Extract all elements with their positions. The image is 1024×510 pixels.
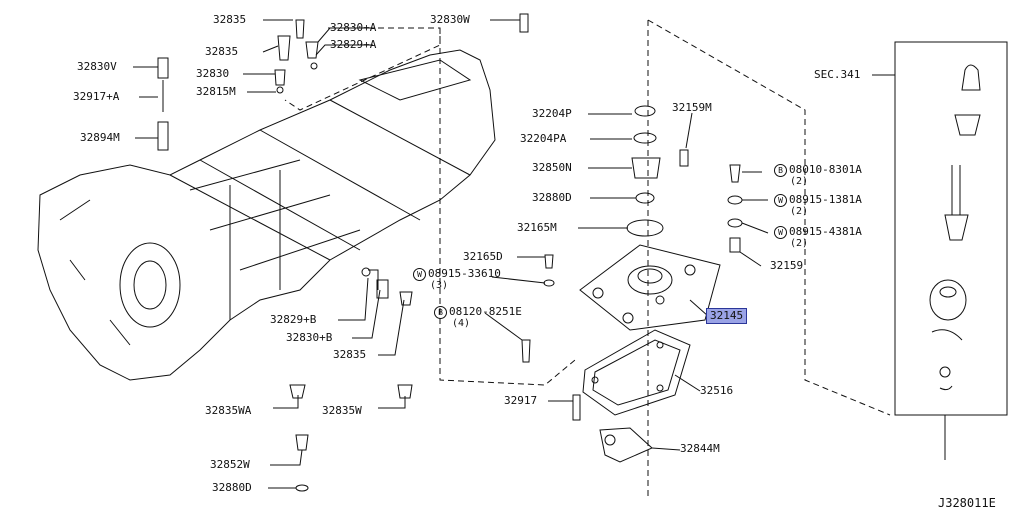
part-label-32830v: 32830V (77, 60, 117, 73)
part-label-32829-plus-b: 32829+B (270, 313, 317, 326)
callout-qty: (4) (452, 318, 471, 329)
part-label-32159m: 32159M (672, 101, 712, 114)
part-label-32894m: 32894M (80, 131, 120, 144)
center-stack-parts (521, 105, 743, 463)
part-label-32204p: 32204P (532, 107, 572, 120)
part-label-32159: 32159 (770, 259, 804, 272)
callout-prefix-b: B (434, 306, 447, 319)
part-label-32880d-b: 32880D (212, 481, 252, 494)
part-label-32516: 32516 (700, 384, 734, 397)
part-label-32835wa: 32835WA (205, 404, 252, 417)
dashed-boundary-shifter (647, 19, 891, 416)
part-label-32880d: 32880D (532, 191, 572, 204)
diagram-code: J328011E (938, 496, 996, 510)
highlighted-part-32145[interactable]: 32145 (706, 308, 748, 324)
part-label-32917: 32917 (504, 394, 538, 407)
section-reference[interactable]: SEC.341 (814, 68, 861, 81)
callout-number: 08010-8301A (789, 163, 862, 176)
dashed-boundary-left (284, 27, 441, 111)
callout-qty: (2) (790, 176, 809, 187)
part-label-32917-plus-a: 32917+A (73, 90, 120, 103)
callout-number: 08915-1381A (789, 193, 862, 206)
part-label-32850n: 32850N (532, 161, 572, 174)
transmission-housing (37, 49, 496, 381)
part-label-32204pa: 32204PA (520, 132, 567, 145)
part-label-32830w: 32830W (430, 13, 470, 26)
shift-cover-32145 (579, 244, 721, 331)
part-label-32835-b: 32835 (205, 45, 239, 58)
gasket-32516 (582, 329, 691, 416)
part-label-32815m: 32815M (196, 85, 236, 98)
callout-prefix-w: W (413, 268, 426, 281)
callout-prefix-w: W (774, 194, 787, 207)
part-label-32852w: 32852W (210, 458, 250, 471)
part-label-32165d: 32165D (463, 250, 503, 263)
part-label-32830-plus-a: 32830+A (330, 21, 377, 34)
callout-prefix-b: B (774, 164, 787, 177)
callout-number: 08915-33610 (428, 267, 501, 280)
part-label-32830-plus-b: 32830+B (286, 331, 333, 344)
part-label-32844m: 32844M (680, 442, 720, 455)
callout-number: 08915-4381A (789, 225, 862, 238)
small-parts-top (157, 13, 529, 492)
part-label-32165m: 32165M (517, 221, 557, 234)
part-label-32829-plus-a: 32829+A (330, 38, 377, 51)
part-label-32830: 32830 (196, 67, 230, 80)
shift-lever-assembly (929, 64, 981, 391)
part-label-32835-c: 32835 (333, 348, 367, 361)
callout-number: 08120-8251E (449, 305, 522, 318)
dashed-boundary-main (439, 28, 576, 386)
callout-qty: (3) (430, 280, 449, 291)
callout-qty: (2) (790, 206, 809, 217)
part-label-32835-top: 32835 (213, 13, 247, 26)
sec341-panel (894, 41, 1008, 416)
part-label-32835w: 32835W (322, 404, 362, 417)
leader-lines (133, 19, 946, 489)
callout-prefix-w: W (774, 226, 787, 239)
callout-qty: (2) (790, 238, 809, 249)
